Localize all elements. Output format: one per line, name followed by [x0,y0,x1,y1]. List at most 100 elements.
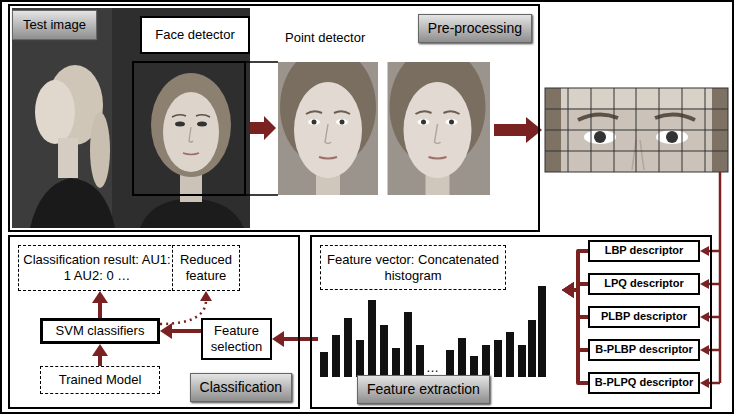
flow-arrow [250,116,542,143]
descriptor-box: B-PLBP descriptor [588,339,700,361]
connector-line [573,290,588,317]
test-photo [197,122,207,127]
arrow-head [160,323,172,339]
histogram-bars [404,312,412,377]
histogram-bars [368,300,376,377]
descriptor-box: LPQ descriptor [588,273,700,295]
histogram-bars [482,345,490,377]
arrow-head [92,291,108,303]
box-label: Face detector [155,27,235,43]
connector-arrow [562,282,588,317]
classification-panel: Classification Classification result: AU1… [8,235,300,409]
box-label: B-PLBP descriptor [595,343,693,356]
descriptor-bracket [700,172,720,388]
box-label: Classification result: AU1: 1 AU2: 0 … [19,252,175,283]
feature-extraction-panel: Feature extraction Feature vector: Concat… [310,235,712,409]
histogram-bars [506,332,514,377]
descriptor-bracket [700,378,709,388]
preprocessing-panel: Pre-processing Test imageFace detector [8,4,540,232]
aligned-face-crop [388,47,498,197]
arrow-head [562,282,574,298]
test-photo [245,62,278,195]
box-label: LBP descriptor [605,244,684,257]
test-photo [189,127,193,142]
test-photo [90,112,110,188]
histogram-bars [416,345,424,377]
grid-face-image [584,130,616,144]
box-label: Feature selection [203,323,270,354]
grid-face-image [656,130,688,144]
grid-face-image [545,88,728,172]
panel-title: Classification [190,373,292,402]
histogram-area: Feature vector: Concatenated histogram [318,245,562,378]
connector-line [573,251,588,290]
histogram-bars [538,286,546,377]
test-photo [175,122,185,127]
connector-line [98,302,102,318]
process-box: Feature selection [201,318,272,360]
panel-title: Pre-processing [418,14,532,43]
classifier-box: SVM classifiers [40,318,160,344]
histogram-bars [320,286,546,377]
histogram-bars [380,325,388,377]
panel-title: Feature extraction [357,375,490,404]
ellipsis-label: … [426,360,439,375]
test-photo [163,92,219,172]
histogram-bars [332,335,340,377]
histogram-bars [470,356,478,377]
histogram-bars [356,340,364,377]
output-box: Classification result: AU1: 1 AU2: 0 … [18,245,176,291]
grid-face-image [632,140,644,170]
arrow-head [562,282,574,298]
grid-face-image [545,88,728,172]
test-photo [151,73,231,177]
histogram-bars [344,318,352,377]
box-label: Trained Model [59,372,142,388]
arrow-head [200,291,212,301]
connector-line [573,290,588,383]
descriptor-bracket [700,246,709,256]
aligned-face-crop [388,47,498,197]
test-photo [172,115,210,117]
histogram-bars [458,338,466,377]
histogram-bars [392,348,400,377]
arrow-head [562,282,574,298]
test-photo [12,8,278,228]
step-label: Point detector [285,30,365,45]
box-label: SVM classifiers [56,323,145,339]
histogram-bars [494,340,502,377]
test-photo [133,62,245,195]
panel-title: Feature vector: Concatenated histogram [320,245,506,290]
connector-line [573,290,588,350]
connector-line [160,300,206,324]
arrow-head [562,282,574,298]
descriptor-box: LBP descriptor [588,240,700,262]
model-box: Trained Model [40,366,160,394]
descriptor-box: B-PLPQ descriptor [588,372,700,394]
grid-face-image [666,131,678,143]
grid-face-image [545,88,728,172]
test-photo [12,8,250,228]
histogram-bars [446,350,454,377]
box-label: Test image [23,17,86,33]
arrow-head [272,331,284,347]
connector-arrow [92,344,108,366]
connector-line [171,329,201,333]
flow-arrow [250,116,276,140]
process-box: Face detector [140,16,250,54]
test-photo [35,80,75,144]
descriptor-bracket [700,345,709,355]
grid-face-image [594,131,606,143]
arrow-head [92,344,108,356]
descriptor-bracket [700,279,709,289]
histogram-bars [320,352,328,377]
test-photo [30,178,115,228]
box-label: B-PLPQ descriptor [595,376,693,389]
arrow-head [562,282,574,298]
descriptor-box: PLBP descriptor [588,306,700,328]
test-photo [140,198,244,228]
grid-face-image [545,88,728,172]
connector-arrow [562,282,588,350]
face-crop [278,47,388,197]
